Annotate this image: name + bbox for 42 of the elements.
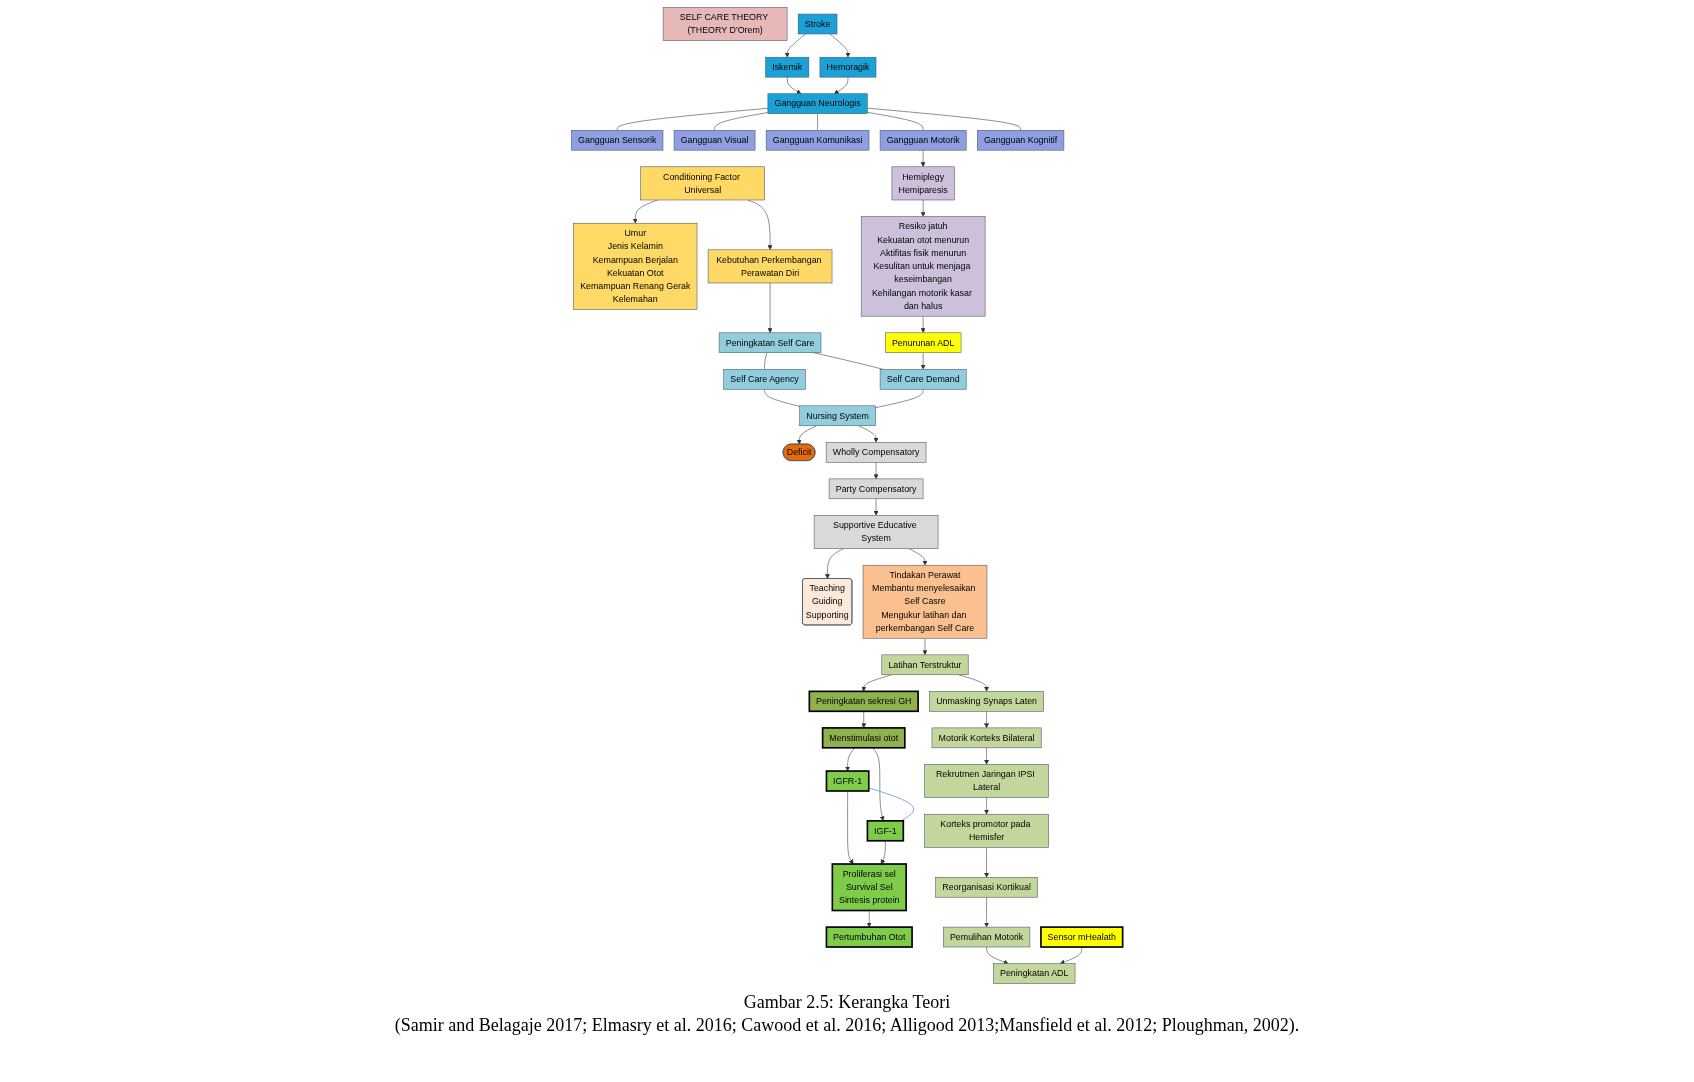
node-box: Gangguan Visual xyxy=(673,129,756,150)
connector xyxy=(868,786,915,821)
node-box: Unmasking Synaps Laten xyxy=(929,690,1044,712)
node-box: Self Care Demand xyxy=(879,368,967,390)
node-box: Peningkatan sekresi GH xyxy=(808,690,919,712)
node-box: Kebutuhan Perkembangan Perawatan Diri xyxy=(707,249,833,283)
node-box: Penurunan ADL xyxy=(884,332,962,353)
node-box: Umur Jenis Kelamin Kemampuan Berjalan Kekuatan Otot Kemampuan Renang Gerak Kelemahan xyxy=(573,222,698,310)
caption: Gambar 2.5: Kerangka Teori xyxy=(742,992,952,1013)
node-box: Supportive Educative System xyxy=(813,514,939,549)
node-box: Menstimulasi otot xyxy=(821,726,906,749)
node-box: Rekrutmen Jaringan IPSI Lateral xyxy=(924,763,1049,798)
node-box: Motorik Korteks Bilateral xyxy=(931,727,1042,748)
node-box: IGF-1 xyxy=(866,819,905,842)
node-box: Proliferasi sel Survival Sel Sintesis protein xyxy=(831,862,907,911)
node-box: Latihan Terstruktur xyxy=(881,654,969,675)
node-box: Reorganisasi Kortikual xyxy=(935,876,1038,897)
node-box: Pertumbuhan Otot xyxy=(825,925,913,948)
node-box: Gangguan Neurologis xyxy=(767,93,868,114)
citation-note: (Samir and Belagaje 2017; Elmasry et al. 2016; Cawood et al. 2016; Alligood 2013;Mansfield et al. 2012; Ploughman, 2002). xyxy=(394,1015,1300,1036)
node-box: Peningkatan Self Care xyxy=(718,332,822,353)
node-box: Tindakan Perawat Membantu menyelesaikan Self Casre Mengukur latihan dan perkembangan Self Care xyxy=(862,564,988,639)
node-box: Conditioning Factor Universal xyxy=(640,166,765,200)
node-box: Sensor mHealath xyxy=(1040,925,1124,948)
node-box: Hemoragik xyxy=(819,56,877,77)
node-box: Self Care Agency xyxy=(723,368,806,390)
node-box: Resiko jatuh Kekuatan otot menurun Aktifitas fisik menurun Kesulitan untuk menjaga keseimbangan Kehilangan motorik kasar dan halus xyxy=(860,215,986,316)
node-box: Hemiplegy Hemiparesis xyxy=(891,166,955,200)
node-box: Gangguan Kognitif xyxy=(976,129,1065,150)
node-box: Wholly Compensatory xyxy=(825,441,927,463)
node-box: IGFR-1 xyxy=(825,769,870,792)
node-box: Gangguan Motorik xyxy=(879,129,967,150)
node-box: Korteks promotor pada Hemisfer xyxy=(924,813,1049,848)
node-box: Pemulihan Motorik xyxy=(942,926,1031,947)
node-box: Gangguan Sensorik xyxy=(571,129,664,150)
node-box: Nursing System xyxy=(799,405,876,426)
node-box: Iskemik xyxy=(765,56,810,77)
node-box: Gangguan Komunikasi xyxy=(765,129,870,150)
node-box: Stroke xyxy=(797,13,838,34)
node-box: Party Compensatory xyxy=(828,478,924,499)
node-box: Peningkatan ADL xyxy=(993,962,1076,984)
node-box: SELF CARE THEORY (THEORY D’Orem) xyxy=(662,6,788,41)
